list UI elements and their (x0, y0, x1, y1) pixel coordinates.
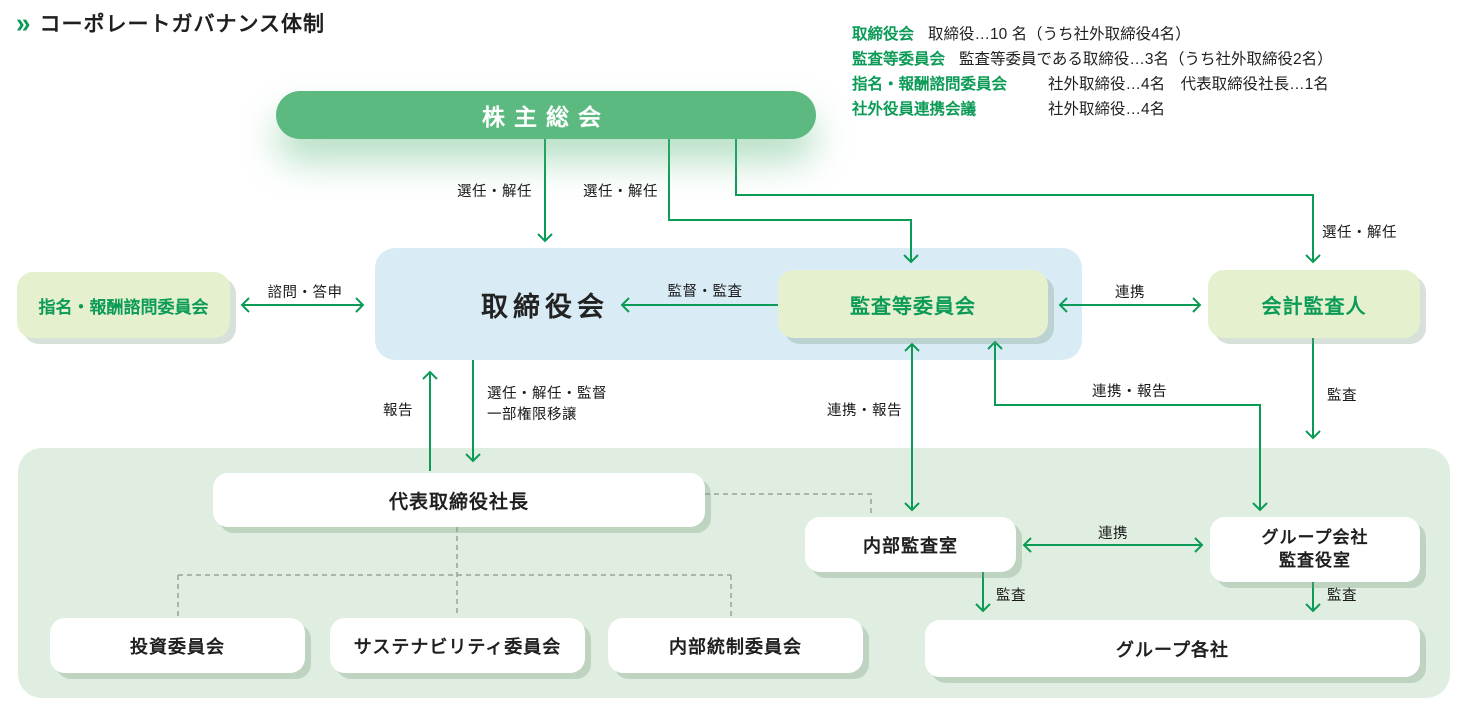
edge-label-cooperation-report: 連携・報告 (1092, 384, 1167, 400)
node-audit-committee: 監査等委員会 (778, 270, 1048, 338)
node-label: 取締役会 (481, 291, 609, 322)
node-internal-audit-office: 内部監査室 (805, 517, 1016, 572)
node-group-companies: グループ各社 (925, 620, 1420, 677)
node-nomination-remuneration-committee: 指名・報酬諮問委員会 (17, 272, 230, 338)
edge-label-appoint-dismiss: 選任・解任 (457, 184, 532, 200)
edge-label-audit: 監査 (1327, 588, 1357, 604)
node-label: グループ各社 (1116, 639, 1229, 660)
node-label: 会計監査人 (1261, 295, 1367, 318)
node-sustainability-committee: サステナビリティ委員会 (330, 618, 585, 673)
node-label: 内部監査室 (863, 535, 958, 556)
legend-value: 取締役…10 名（うち社外取締役4名） (928, 26, 1191, 43)
legend-row-board: 取締役会 取締役…10 名（うち社外取締役4名） (852, 22, 1333, 47)
legend-label: 監査等委員会 (852, 51, 946, 68)
legend-label: 取締役会 (852, 26, 915, 43)
node-label: 投資委員会 (130, 636, 225, 657)
edge-label-report: 報告 (383, 403, 413, 419)
legend-row-audit-committee: 監査等委員会 監査等委員である取締役…3名（うち社外取締役2名） (852, 47, 1333, 72)
double-chevron-icon: » (16, 7, 31, 39)
node-accounting-auditor: 会計監査人 (1208, 270, 1420, 338)
node-internal-control-committee: 内部統制委員会 (608, 618, 863, 673)
node-group-audit-office: グループ会社 監査役室 (1210, 517, 1420, 582)
edge-label-appoint-dismiss: 選任・解任 (583, 184, 658, 200)
legend-value: 社外取締役…4名 (1048, 101, 1166, 118)
node-shareholders-meeting: 株主総会 (276, 91, 816, 139)
legend-value: 社外取締役…4名 代表取締役社長…1名 (1048, 76, 1329, 93)
edge-label-consult-report: 諮問・答申 (267, 285, 343, 301)
node-label-line1: グループ会社 (1261, 527, 1369, 547)
edge-label-line2: 一部権限移譲 (487, 407, 577, 423)
legend-row-nomination: 指名・報酬諮問委員会 社外取締役…4名 代表取締役社長…1名 (852, 72, 1333, 97)
page-title-text: コーポレートガバナンス体制 (39, 13, 326, 36)
edge-label-audit: 監査 (996, 588, 1026, 604)
edge-label-supervise-audit: 監督・監査 (667, 284, 743, 300)
legend-label: 社外役員連携会議 (852, 101, 977, 118)
page-title: » コーポレートガバナンス体制 (16, 8, 325, 38)
node-label: サステナビリティ委員会 (353, 636, 562, 657)
node-label: 監査等委員会 (850, 295, 976, 318)
node-investment-committee: 投資委員会 (50, 618, 305, 673)
legend-row-outside-officers: 社外役員連携会議 社外取締役…4名 (852, 97, 1333, 122)
edge-label-cooperation: 連携 (1115, 285, 1145, 301)
legend-value: 監査等委員である取締役…3名（うち社外取締役2名） (959, 51, 1333, 68)
node-president: 代表取締役社長 (213, 473, 705, 527)
legend-label: 指名・報酬諮問委員会 (852, 76, 1008, 93)
edge-shareholders-audit-committee (668, 139, 919, 264)
node-label-line2: 監査役室 (1279, 550, 1351, 570)
node-label: 内部統制委員会 (669, 636, 802, 657)
edge-label-cooperation-report: 連携・報告 (827, 403, 902, 419)
node-board-of-directors: 取締役会 (430, 248, 660, 360)
legend: 取締役会 取締役…10 名（うち社外取締役4名） 監査等委員会 監査等委員である… (852, 22, 1333, 122)
edge-label-cooperation: 連携 (1098, 526, 1128, 542)
edge-label-appoint-dismiss: 選任・解任 (1322, 225, 1397, 241)
edge-label-line1: 選任・解任・監督 (487, 386, 607, 402)
node-label: 株主総会 (482, 104, 610, 130)
edge-label-audit: 監査 (1327, 388, 1357, 404)
node-label: 指名・報酬諮問委員会 (38, 297, 209, 317)
edge-shareholders-accounting-auditor (735, 139, 1321, 264)
edge-label-appoint-supervise: 選任・解任・監督 一部権限移譲 (487, 384, 607, 426)
node-label: 代表取締役社長 (388, 491, 529, 513)
